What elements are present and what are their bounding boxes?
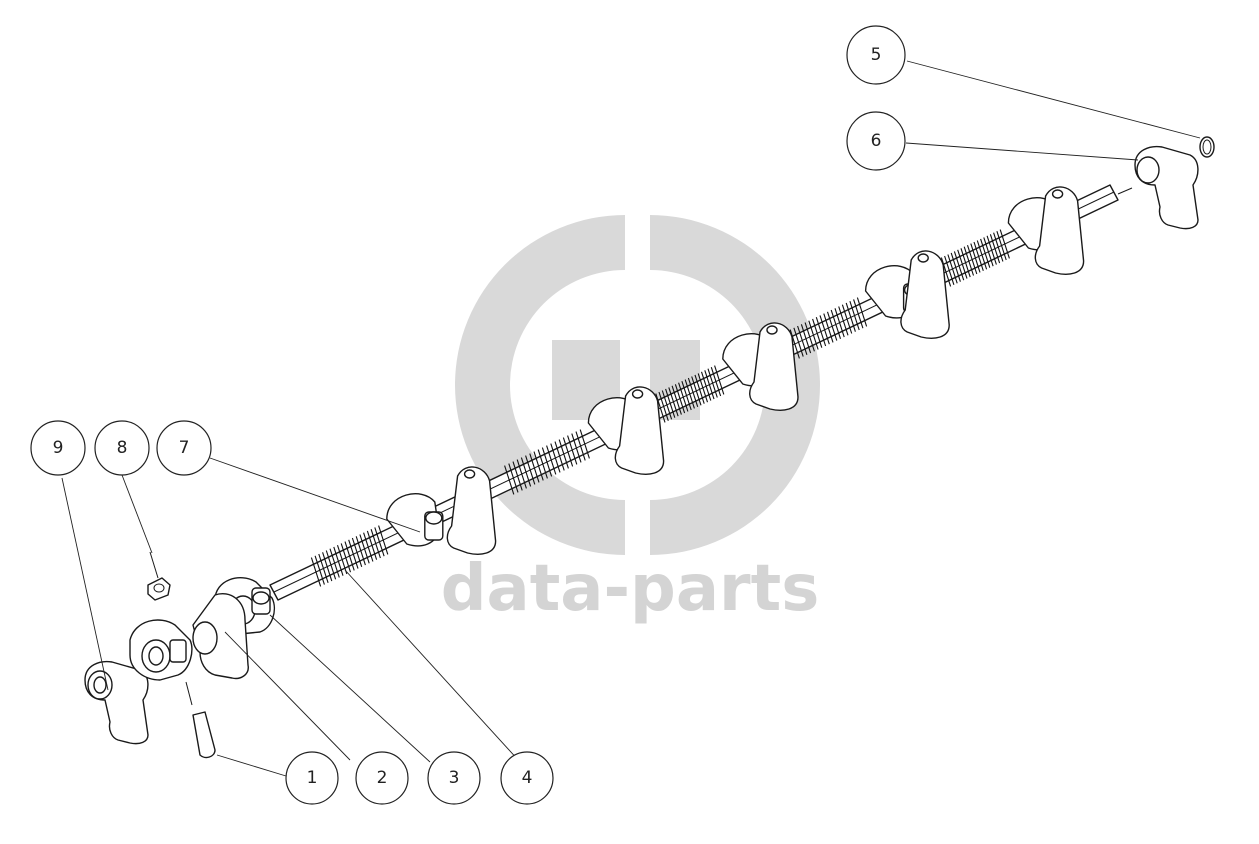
shaft-support [446, 466, 497, 555]
adjusting-screw [149, 551, 159, 579]
callout-3-label: 3 [449, 768, 460, 788]
callout-7: 7 [156, 420, 212, 476]
shaft-support [1034, 186, 1085, 275]
spring [940, 229, 1010, 287]
shaft-end [1117, 187, 1133, 195]
callout-6-label: 6 [871, 131, 882, 151]
callout-3: 3 [427, 751, 481, 805]
callout-4-label: 4 [522, 768, 533, 788]
spring [655, 365, 725, 423]
shaft-support [749, 322, 799, 411]
callout-1: 1 [285, 751, 339, 805]
callout-7-label: 7 [179, 438, 190, 458]
snap-ring [1199, 136, 1215, 158]
shaft-support [614, 386, 665, 475]
adjusting-nut [147, 577, 171, 601]
spring [504, 429, 590, 495]
shaft-support [900, 250, 950, 339]
spring [310, 525, 389, 587]
watermark-text: data-parts [441, 552, 820, 626]
rocker-units [386, 186, 1085, 555]
end-bracket-right [1134, 145, 1199, 230]
callout-2-label: 2 [377, 768, 388, 788]
springs [310, 229, 1010, 587]
callout-9: 9 [30, 420, 86, 476]
end-bracket-left [84, 660, 149, 745]
callout-5: 5 [846, 25, 906, 85]
callout-8: 8 [94, 420, 150, 476]
callout-6: 6 [846, 111, 906, 171]
leader-lines [61, 60, 1201, 777]
rocker-arm [386, 493, 444, 547]
rocker-arm-left [129, 619, 193, 681]
callout-9-label: 9 [53, 438, 64, 458]
callout-8-label: 8 [117, 438, 128, 458]
push-rod-pin [185, 681, 216, 759]
shaft-support-left [192, 593, 249, 680]
callout-2: 2 [355, 751, 409, 805]
callout-5-label: 5 [871, 45, 882, 65]
callout-4: 4 [500, 751, 554, 805]
callout-1-label: 1 [307, 768, 318, 788]
